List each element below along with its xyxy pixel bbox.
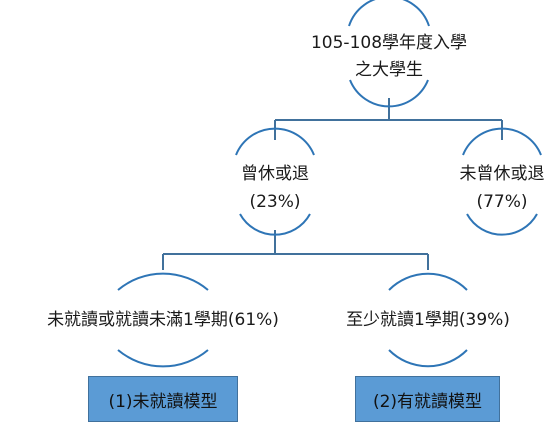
root-node-line1: 105-108學年度入學 (310, 33, 468, 53)
left-branch-line2: (23%) (249, 192, 301, 212)
leaf-left-arc-top (117, 272, 209, 291)
leaf-left-arc-bottom (117, 349, 209, 368)
left-branch-arc-bottom (239, 213, 311, 236)
leaf-left-label: 未就讀或就讀未滿1學期(61%) (47, 310, 279, 330)
leaf-right-arc-top (388, 272, 468, 291)
right-branch-arc-top (462, 127, 542, 156)
leaf-right-label: 至少就讀1學期(39%) (346, 310, 510, 330)
model-left-box: (1)未就讀模型 (88, 376, 238, 422)
right-branch-line1: 未曾休或退 (459, 164, 545, 184)
root-arc-bottom (349, 79, 429, 108)
right-branch-line2: (77%) (476, 192, 528, 212)
leaf-right-arc-bottom (388, 349, 468, 368)
model-right-box: (2)有就讀模型 (355, 376, 500, 422)
node-arcs (117, 0, 542, 368)
right-branch-arc-bottom (466, 213, 538, 236)
left-branch-arc-top (235, 127, 315, 156)
root-arc-top (348, 0, 430, 27)
root-node-line2: 之大學生 (355, 60, 423, 80)
left-branch-line1: 曾休或退 (241, 164, 309, 184)
